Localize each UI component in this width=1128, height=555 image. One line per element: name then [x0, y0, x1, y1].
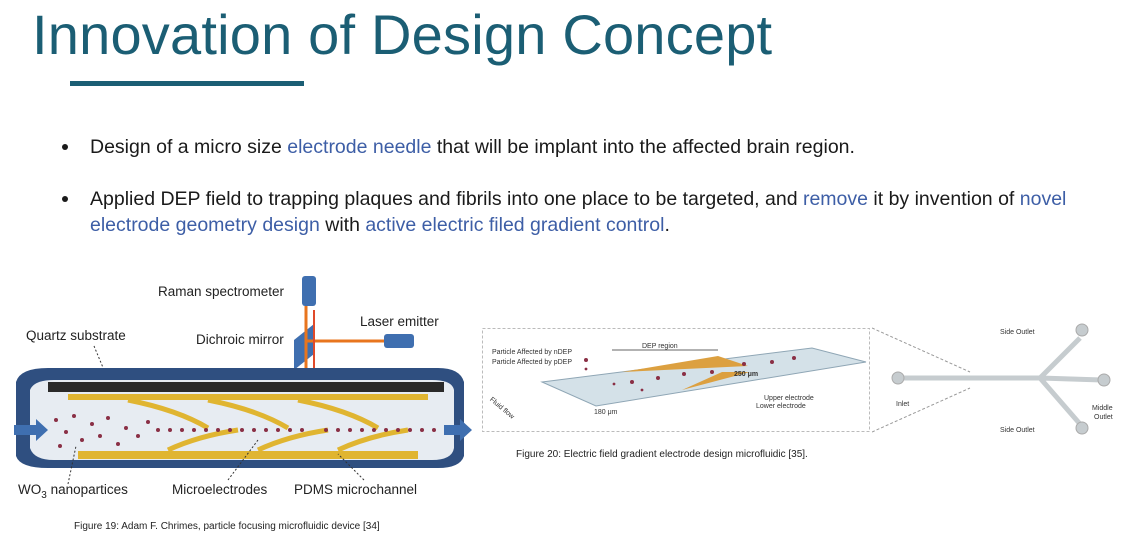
microelectrode-finger — [336, 427, 409, 453]
side-outlet-top-label: Side Outlet — [1000, 329, 1035, 336]
laser-emitter-icon — [384, 334, 414, 348]
bullet-highlight: remove — [802, 188, 868, 210]
width-180-label: 180 μm — [594, 409, 618, 416]
bullet-text: that will be implant into the affected b… — [431, 136, 855, 158]
bottom-electrode — [78, 451, 418, 459]
dep-region-label: DEP region — [642, 343, 678, 350]
middle-outlet-port-icon — [1097, 373, 1111, 387]
bullet-highlight: electrode needle — [287, 136, 432, 158]
bullet-text: Design of a micro size — [90, 136, 288, 158]
laser-label: Laser emitter — [360, 314, 439, 329]
side-outlet-bottom-label: Side Outlet — [1000, 427, 1035, 434]
figure-20-dep-diagram: Particle Affected by nDEP Particle Affec… — [482, 328, 870, 432]
title-underline — [70, 81, 304, 86]
raman-label: Raman spectrometer — [158, 284, 285, 299]
inlet-port-icon — [891, 371, 905, 385]
microelectrode-finger — [207, 397, 290, 431]
microelectrode-finger — [297, 397, 380, 431]
bullet-text: Applied DEP field to trapping plaques an… — [90, 188, 803, 210]
microelectrodes-label: Microelectrodes — [172, 482, 268, 497]
slide-title: Innovation of Design Concept — [32, 3, 773, 66]
upper-electrode-shape — [622, 356, 748, 372]
quartz-label: Quartz substrate — [26, 328, 126, 343]
width-250-label: 250 μm — [734, 371, 758, 378]
middle-outlet-label-2: Outlet — [1094, 414, 1113, 421]
upper-electrode-label: Upper electrode — [764, 395, 814, 402]
figure-19-caption: Figure 19: Adam F. Chrimes, particle foc… — [74, 521, 380, 532]
raman-spectrometer-icon — [302, 276, 316, 306]
figure-20-caption: Figure 20: Electric field gradient elect… — [516, 449, 808, 460]
lower-electrode-shape — [682, 372, 750, 390]
lower-electrode-label: Lower electrode — [756, 403, 806, 410]
dichroic-label: Dichroic mirror — [196, 332, 284, 347]
side-outlet-bottom-port-icon — [1075, 421, 1089, 435]
microelectrode-finger — [127, 397, 210, 431]
outflow-arrow-icon — [444, 419, 472, 441]
microelectrode-finger — [256, 427, 329, 453]
bullet-text: with — [319, 214, 366, 236]
figure-20-channel-overview: Inlet Side Outlet Side Outlet Middle Out… — [872, 323, 1113, 435]
bullet-list: Design of a micro size electrode needle … — [62, 134, 1102, 264]
top-layer — [48, 382, 444, 392]
ndep-label: Particle Affected by nDEP — [492, 349, 572, 356]
inlet-label: Inlet — [896, 401, 909, 408]
bullet-text: . — [664, 214, 670, 236]
side-outlet-top-port-icon — [1075, 323, 1089, 337]
inflow-arrow-icon — [14, 419, 48, 441]
channel-path — [898, 336, 1103, 426]
pdep-label: Particle Affected by pDEP — [492, 359, 572, 366]
dichroic-mirror-icon — [294, 324, 314, 370]
bullet-highlight: active electric filed gradient control — [365, 214, 665, 236]
pdms-label: PDMS microchannel — [294, 482, 417, 497]
particles — [584, 356, 796, 392]
bullet-text: it by invention of — [868, 188, 1020, 210]
middle-outlet-label-1: Middle — [1092, 405, 1113, 412]
wo3-particles — [54, 414, 436, 448]
figure-19-device-diagram: Raman spectrometer Laser emitter Dichroi… — [14, 276, 472, 501]
bullet-item: Applied DEP field to trapping plaques an… — [62, 186, 1102, 238]
bullet-highlight: novel electrode geometry design — [90, 188, 1067, 236]
top-electrode — [68, 394, 428, 400]
bullet-item: Design of a micro size electrode needle … — [62, 134, 1102, 160]
wo3-label: WO3 nanopartices — [18, 482, 128, 501]
